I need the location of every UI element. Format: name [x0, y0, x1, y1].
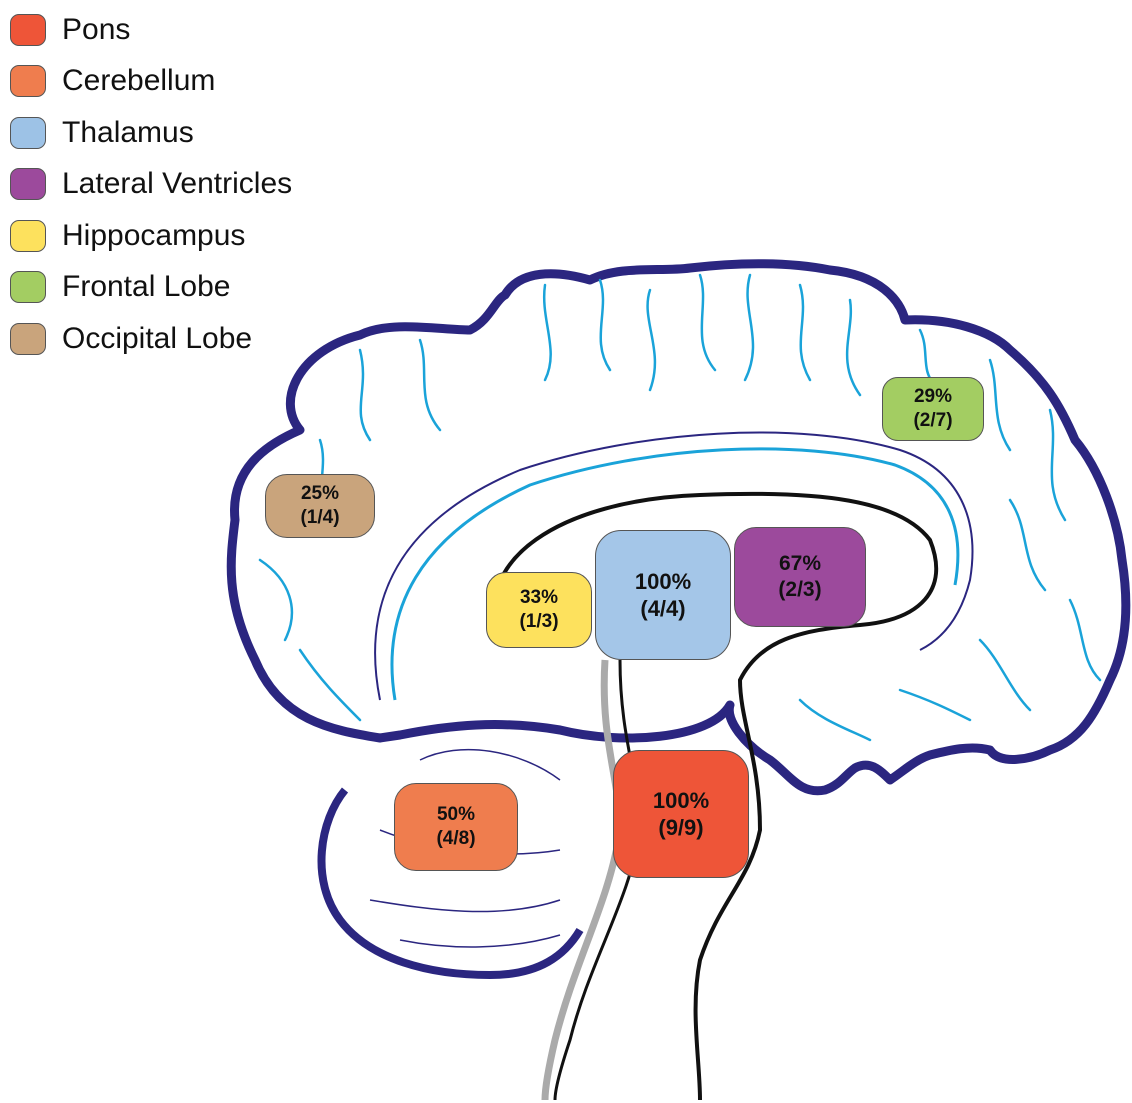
- legend-item-frontal-lobe: Frontal Lobe: [10, 262, 292, 314]
- region-hippocampus: 33% (1/3): [486, 572, 592, 648]
- region-fraction: (1/3): [519, 610, 558, 634]
- legend-item-cerebellum: Cerebellum: [10, 56, 292, 108]
- region-fraction: (4/8): [436, 827, 475, 851]
- legend-label: Occipital Lobe: [62, 322, 252, 356]
- region-fraction: (9/9): [658, 814, 703, 842]
- legend-label: Pons: [62, 13, 130, 47]
- region-thalamus: 100% (4/4): [595, 530, 731, 660]
- region-fraction: (1/4): [300, 506, 339, 530]
- region-percent: 100%: [653, 787, 709, 815]
- region-percent: 50%: [437, 803, 475, 827]
- region-frontal-lobe: 29% (2/7): [882, 377, 984, 441]
- legend-swatch: [10, 65, 46, 97]
- sulcus-lines: [260, 275, 1100, 740]
- region-occipital-lobe: 25% (1/4): [265, 474, 375, 538]
- legend-swatch: [10, 323, 46, 355]
- legend-item-hippocampus: Hippocampus: [10, 210, 292, 262]
- legend-label: Thalamus: [62, 116, 194, 150]
- region-percent: 100%: [635, 568, 691, 596]
- region-lateral-ventricles: 67% (2/3): [734, 527, 866, 627]
- region-fraction: (2/3): [778, 577, 821, 603]
- region-fraction: (4/4): [640, 595, 685, 623]
- region-fraction: (2/7): [913, 409, 952, 433]
- legend-swatch: [10, 220, 46, 252]
- region-cerebellum: 50% (4/8): [394, 783, 518, 871]
- region-percent: 29%: [914, 385, 952, 409]
- region-pons: 100% (9/9): [613, 750, 749, 878]
- brainstem-inner: [555, 660, 640, 1100]
- region-percent: 33%: [520, 586, 558, 610]
- legend-item-pons: Pons: [10, 4, 292, 56]
- legend-swatch: [10, 117, 46, 149]
- legend-swatch: [10, 271, 46, 303]
- legend-label: Frontal Lobe: [62, 270, 230, 304]
- region-percent: 25%: [301, 482, 339, 506]
- legend-item-occipital-lobe: Occipital Lobe: [10, 313, 292, 365]
- legend-swatch: [10, 14, 46, 46]
- legend-label: Cerebellum: [62, 64, 215, 98]
- legend-label: Lateral Ventricles: [62, 167, 292, 201]
- legend-swatch: [10, 168, 46, 200]
- legend-label: Hippocampus: [62, 219, 245, 253]
- legend: Pons Cerebellum Thalamus Lateral Ventric…: [10, 4, 292, 365]
- legend-item-lateral-ventricles: Lateral Ventricles: [10, 159, 292, 211]
- region-percent: 67%: [779, 551, 821, 577]
- legend-item-thalamus: Thalamus: [10, 107, 292, 159]
